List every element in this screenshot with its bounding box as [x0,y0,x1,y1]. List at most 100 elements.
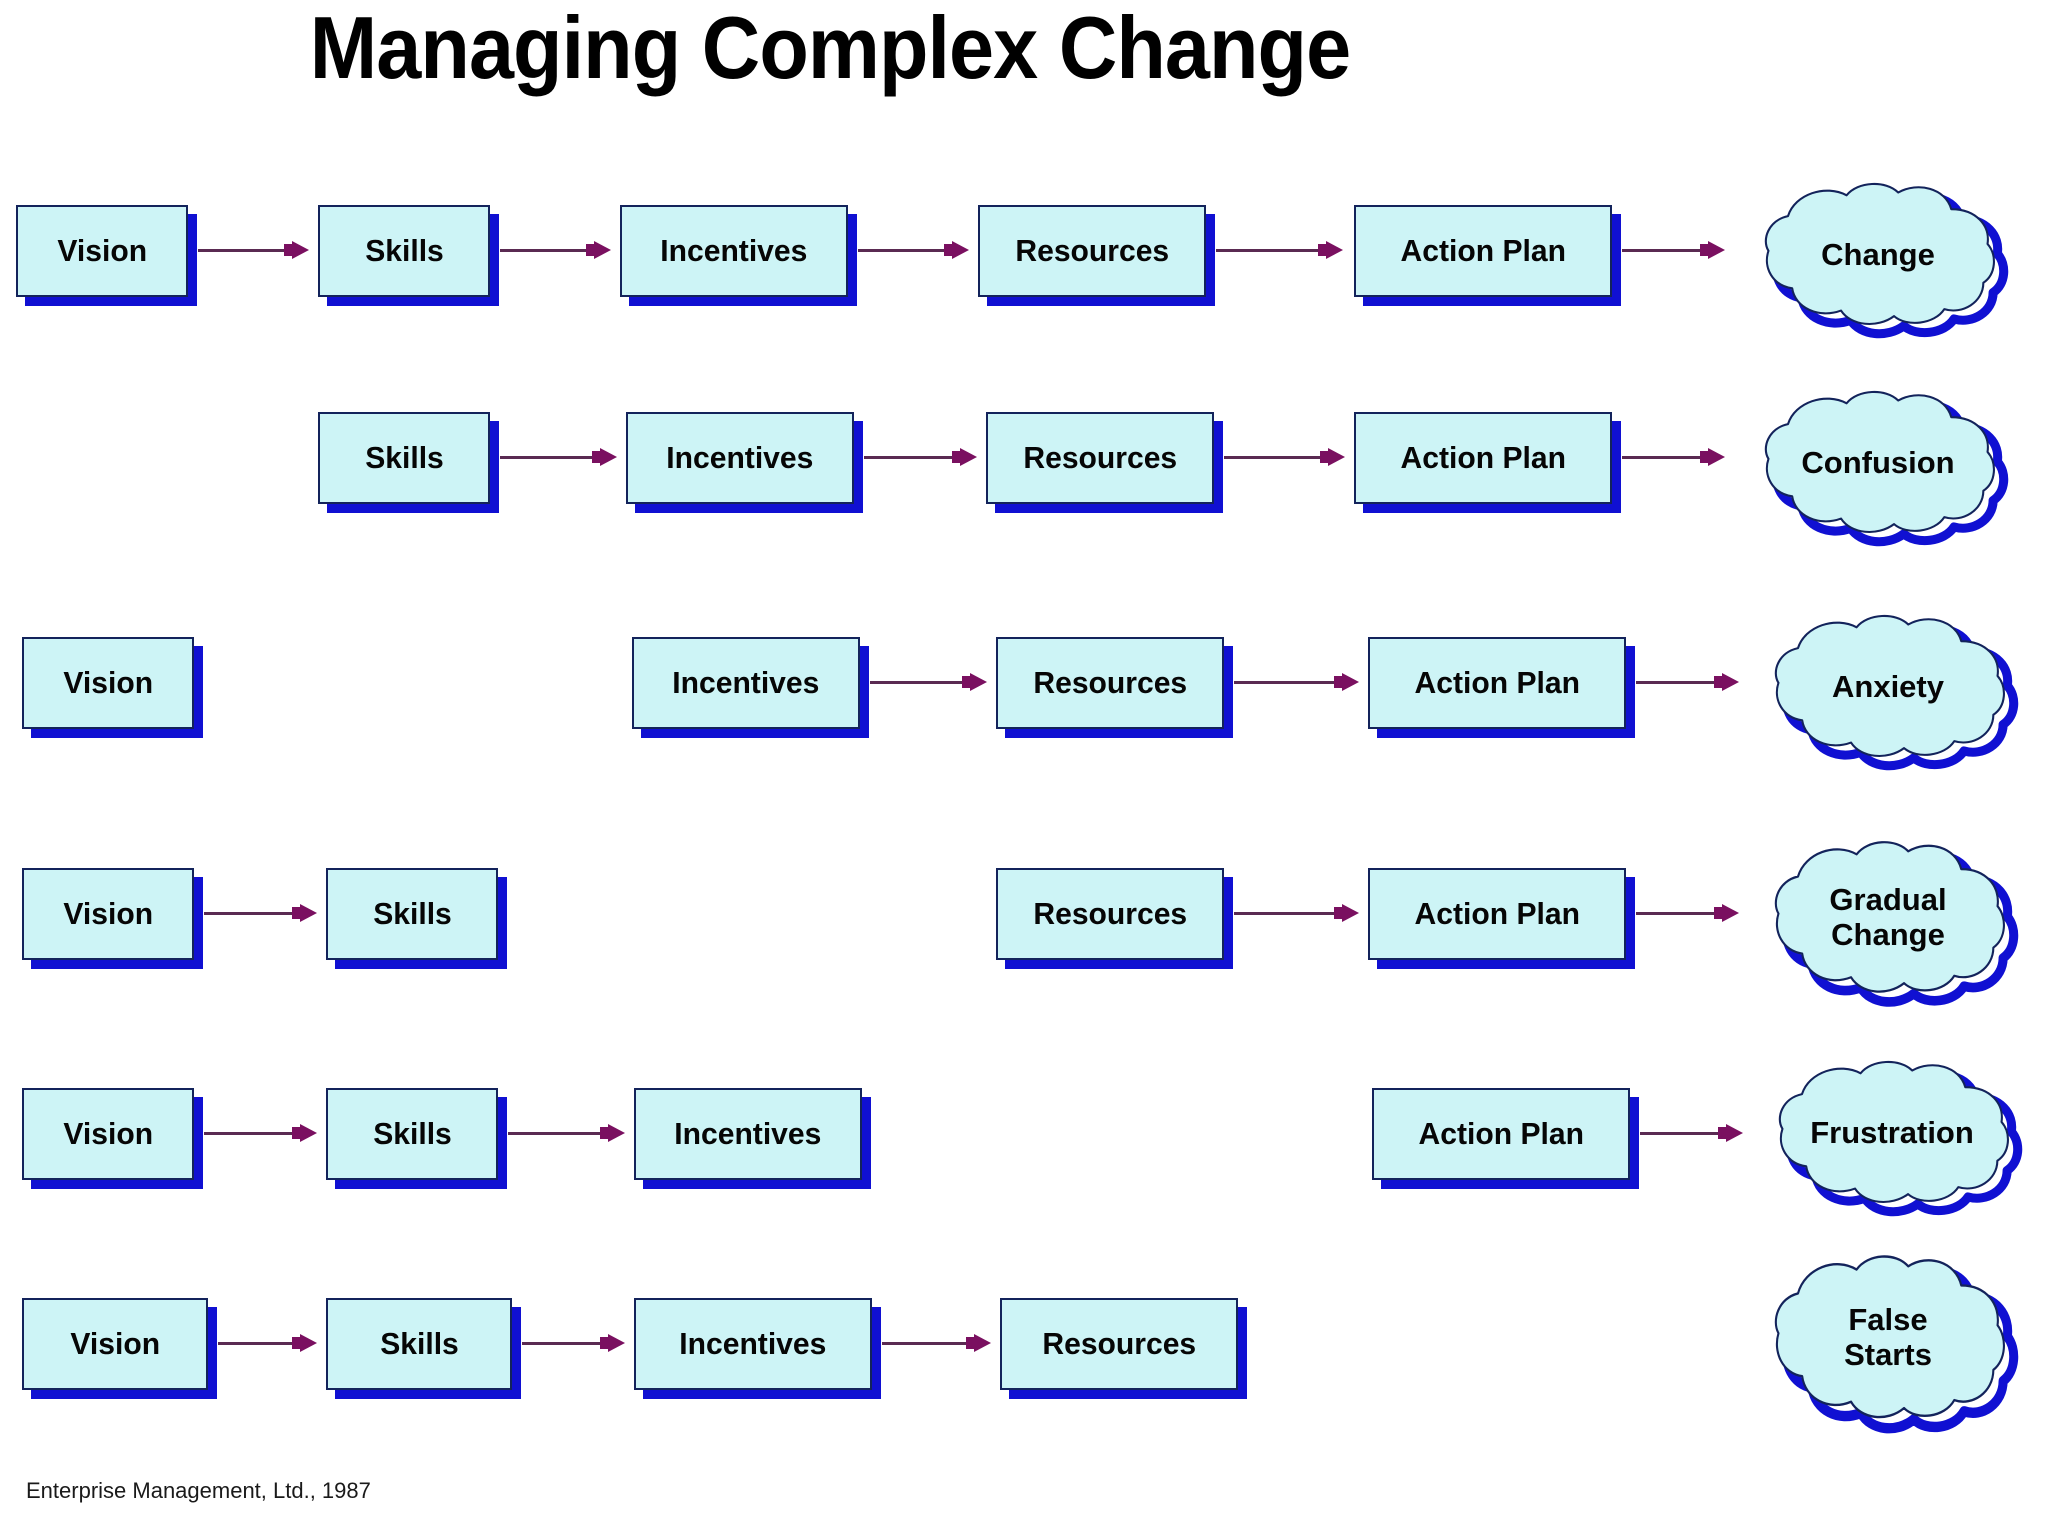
flow-arrow [198,239,310,261]
arrow-tail-notch [1700,451,1709,463]
process-box-label: Resources [1023,440,1177,475]
arrow-tail-notch [600,1337,609,1349]
flow-arrow [1636,902,1740,924]
arrow-head-icon [594,241,611,259]
process-box-skills[interactable]: Skills [326,868,498,960]
flow-arrow [1234,902,1360,924]
arrow-shaft [500,456,592,459]
process-box-skills[interactable]: Skills [318,412,490,504]
arrow-shaft [1216,249,1318,252]
arrow-tail-notch [592,451,601,463]
process-box-skills[interactable]: Skills [318,205,490,297]
process-box-label: Action Plan [1418,1116,1584,1151]
arrow-head-icon [960,448,977,466]
outcome-cloud-label: False Starts [1844,1302,1932,1372]
flow-arrow [218,1332,318,1354]
arrow-shaft [218,1342,292,1345]
process-box-resources[interactable]: Resources [1000,1298,1238,1390]
process-box-vision[interactable]: Vision [22,868,194,960]
process-box-incentives[interactable]: Incentives [620,205,848,297]
flow-arrow [1224,446,1346,468]
arrow-tail-notch [962,676,971,688]
process-box-action-plan[interactable]: Action Plan [1354,412,1612,504]
process-box-action-plan[interactable]: Action Plan [1368,868,1626,960]
outcome-cloud-false-starts[interactable]: False Starts [1738,1252,2038,1434]
arrow-head-icon [1722,904,1739,922]
flow-arrow [1622,446,1726,468]
outcome-cloud-confusion[interactable]: Confusion [1728,388,2028,547]
process-box-label: Resources [1042,1326,1196,1361]
arrow-head-icon [608,1334,625,1352]
process-box-label: Incentives [660,233,808,268]
cloud-shape-icon [1778,1060,2023,1217]
arrow-shaft [198,249,284,252]
flow-arrow [864,446,978,468]
process-box-label: Action Plan [1400,440,1566,475]
outcome-cloud-frustration[interactable]: Frustration [1742,1058,2042,1217]
arrow-tail-notch [966,1337,975,1349]
outcome-cloud-label: Change [1821,236,1935,272]
process-box-action-plan[interactable]: Action Plan [1368,637,1626,729]
page-title: Managing Complex Change [309,0,1351,97]
process-box-action-plan[interactable]: Action Plan [1372,1088,1630,1180]
attribution-footer: Enterprise Management, Ltd., 1987 [26,1478,371,1503]
outcome-cloud-gradual-change[interactable]: Gradual Change [1738,838,2038,1007]
arrow-head-icon [970,673,987,691]
process-box-skills[interactable]: Skills [326,1298,512,1390]
arrow-head-icon [952,241,969,259]
process-box-incentives[interactable]: Incentives [632,637,860,729]
arrow-head-icon [608,1124,625,1142]
process-box-label: Vision [63,1116,153,1151]
process-box-incentives[interactable]: Incentives [626,412,854,504]
arrow-shaft [1234,912,1334,915]
arrow-shaft [500,249,586,252]
outcome-cloud-label: Confusion [1801,444,1955,480]
process-box-action-plan[interactable]: Action Plan [1354,205,1612,297]
arrow-tail-notch [292,1127,301,1139]
flow-arrow [204,1122,318,1144]
flow-arrow [204,902,318,924]
process-box-resources[interactable]: Resources [978,205,1206,297]
outcome-cloud-anxiety[interactable]: Anxiety [1738,612,2038,771]
process-box-label: Incentives [672,665,820,700]
arrow-shaft [1640,1132,1718,1135]
arrow-shaft [1622,249,1700,252]
process-box-incentives[interactable]: Incentives [634,1088,862,1180]
flow-arrow [882,1332,992,1354]
process-box-incentives[interactable]: Incentives [634,1298,872,1390]
process-box-resources[interactable]: Resources [996,868,1224,960]
process-box-label: Action Plan [1414,896,1580,931]
arrow-head-icon [1722,673,1739,691]
arrow-tail-notch [292,1337,301,1349]
outcome-cloud-change[interactable]: Change [1728,180,2028,339]
arrow-head-icon [300,1334,317,1352]
arrow-shaft [870,681,962,684]
process-box-skills[interactable]: Skills [326,1088,498,1180]
arrow-shaft [864,456,952,459]
arrow-tail-notch [944,244,953,256]
process-box-label: Incentives [666,440,814,475]
arrow-head-icon [300,904,317,922]
flow-arrow [870,671,988,693]
arrow-tail-notch [1714,676,1723,688]
process-box-vision[interactable]: Vision [22,1088,194,1180]
process-box-vision[interactable]: Vision [22,1298,208,1390]
process-box-label: Incentives [679,1326,827,1361]
process-box-resources[interactable]: Resources [986,412,1214,504]
arrow-tail-notch [1334,676,1343,688]
flow-arrow [522,1332,626,1354]
arrow-tail-notch [1700,244,1709,256]
process-box-vision[interactable]: Vision [16,205,188,297]
arrow-head-icon [1326,241,1343,259]
process-box-label: Skills [364,440,444,475]
arrow-tail-notch [952,451,961,463]
flow-arrow [500,446,618,468]
arrow-head-icon [1342,673,1359,691]
arrow-head-icon [292,241,309,259]
arrow-shaft [1636,681,1714,684]
process-box-vision[interactable]: Vision [22,637,194,729]
process-box-resources[interactable]: Resources [996,637,1224,729]
arrow-shaft [882,1342,966,1345]
arrow-tail-notch [292,907,301,919]
arrow-tail-notch [1320,451,1329,463]
